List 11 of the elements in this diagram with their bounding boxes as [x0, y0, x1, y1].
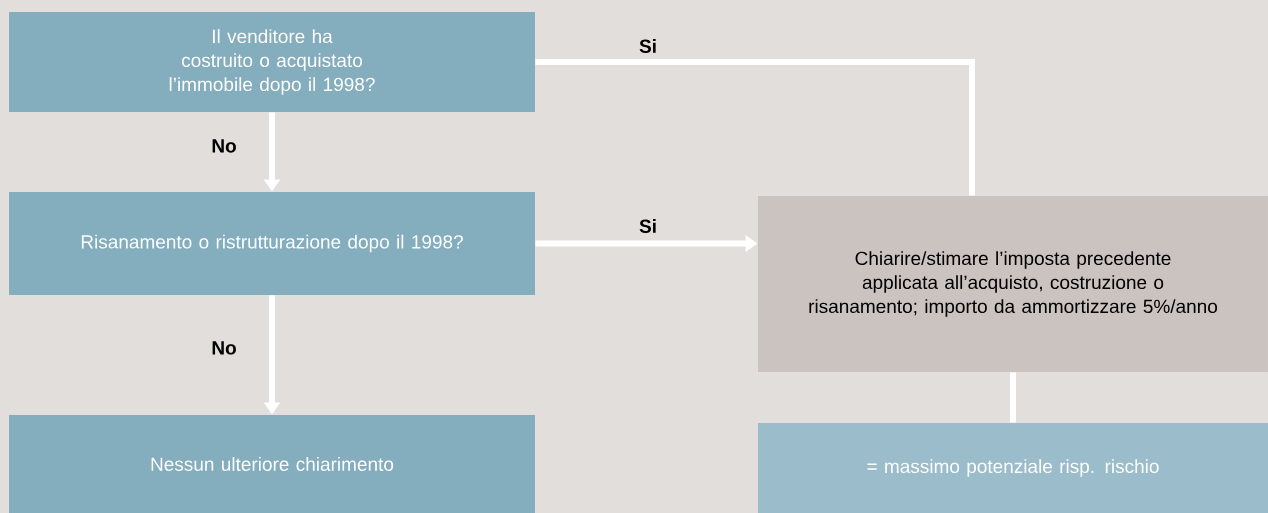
- result-box: Nessun ulteriore chiarimento: [9, 415, 535, 513]
- action-box: Chiarire/stimare l’imposta precedente applicata all’acquisto, costruzione o risanamento; importo da ammortizzare 5%/anno: [758, 196, 1268, 372]
- connector-line: [535, 59, 975, 196]
- connector-line: [1010, 372, 1016, 423]
- edge-label: Si: [637, 37, 659, 55]
- question-box: Il venditore ha costruito o acquistato l’immobile dopo il 1998?: [9, 12, 535, 112]
- question-box: Risanamento o ristrutturazione dopo il 1998?: [9, 192, 535, 295]
- result-box: = massimo potenziale risp. rischio: [758, 423, 1268, 513]
- edge-label: No: [209, 339, 239, 357]
- edge-label: Si: [637, 217, 659, 235]
- edge-label: No: [209, 137, 239, 155]
